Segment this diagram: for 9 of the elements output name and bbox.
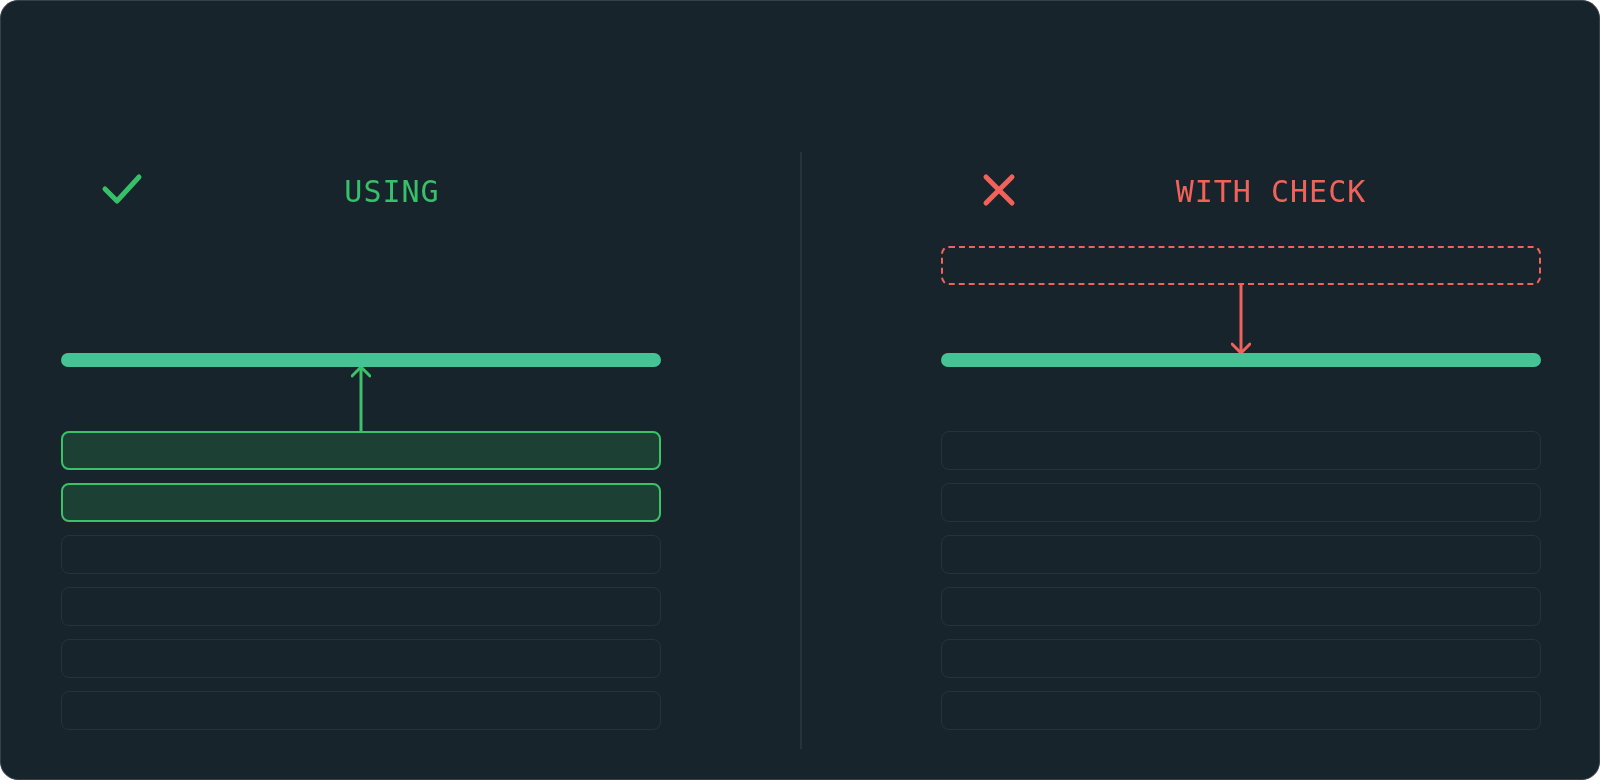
heading-text: USING: [344, 173, 440, 209]
line-bar: [61, 353, 661, 367]
highlighted-row: [61, 431, 661, 470]
arrow: [1230, 285, 1252, 355]
heading-text: WITH CHECK: [1175, 173, 1367, 209]
line-bar: [941, 353, 1541, 367]
dashed-box: [941, 246, 1541, 285]
highlighted-row: [61, 483, 661, 522]
arrow: [350, 365, 372, 431]
